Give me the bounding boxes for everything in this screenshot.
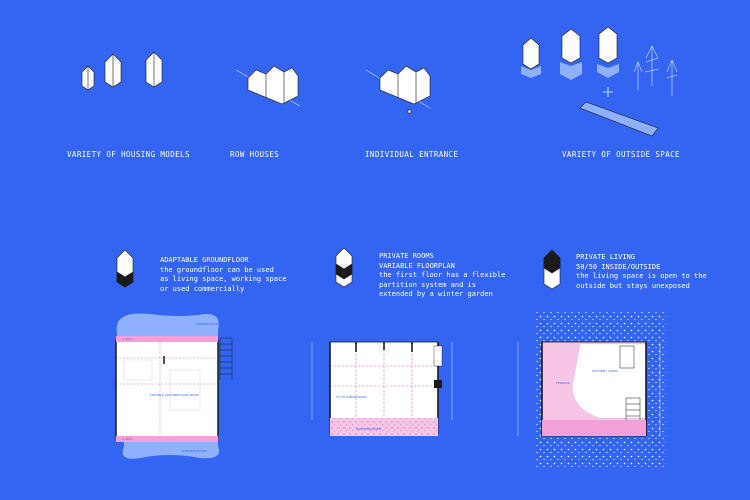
panel-title: ADAPTABLE GROUNDFLOOR — [160, 256, 249, 264]
panel-title: PRIVATE ROOMS — [379, 252, 434, 260]
housing-models-illustration — [81, 51, 163, 91]
adaptable-groundfloor-house — [116, 249, 134, 288]
individual-entrance-illustration — [365, 65, 431, 114]
private-rooms-house — [335, 247, 353, 288]
panel-line: partition system and is — [379, 280, 476, 289]
panel-line: or used commercially — [160, 284, 245, 293]
panel-line: as living space, working space — [160, 275, 287, 284]
panel-line: the living space is open to the — [576, 272, 707, 281]
caption-individual-entrance: INDIVIDUAL ENTRANCE — [365, 150, 459, 159]
caption-outside-space: VARIETY OF OUTSIDE SPACE — [562, 150, 680, 159]
living-floor-plan — [517, 312, 666, 470]
panel-line: the first floor has a flexible — [379, 271, 506, 280]
panel-line: outside but stays unexposed — [576, 281, 690, 290]
caption-row-houses: ROW HOUSES — [230, 150, 280, 159]
panel-subtitle: 50/50 INSIDE/OUTSIDE — [576, 262, 661, 271]
panel-subtitle: VARIABLE FLOORPLAN — [379, 261, 455, 270]
caption-housing-models: VARIETY OF HOUSING MODELS — [67, 150, 190, 159]
panel-title: PRIVATE LIVING — [576, 253, 636, 261]
panel-line: extended by a winter garden — [379, 290, 493, 299]
panel-adaptable-groundfloor: ADAPTABLE GROUNDFLOOR the groundfloor ca… — [160, 256, 286, 294]
outside-space-illustration — [521, 26, 678, 137]
groundfloor-plan — [115, 313, 233, 459]
panel-private-living: PRIVATE LIVING 50/50 INSIDE/OUTSIDE the … — [576, 253, 707, 291]
first-floor-plan — [311, 341, 453, 436]
private-living-house — [543, 249, 561, 290]
panel-line: the groundfloor can be used — [160, 265, 274, 274]
trees-icon — [633, 45, 678, 96]
panel-private-rooms: PRIVATE ROOMS VARIABLE FLOORPLAN the fir… — [379, 252, 505, 300]
row-houses-illustration — [235, 65, 301, 107]
